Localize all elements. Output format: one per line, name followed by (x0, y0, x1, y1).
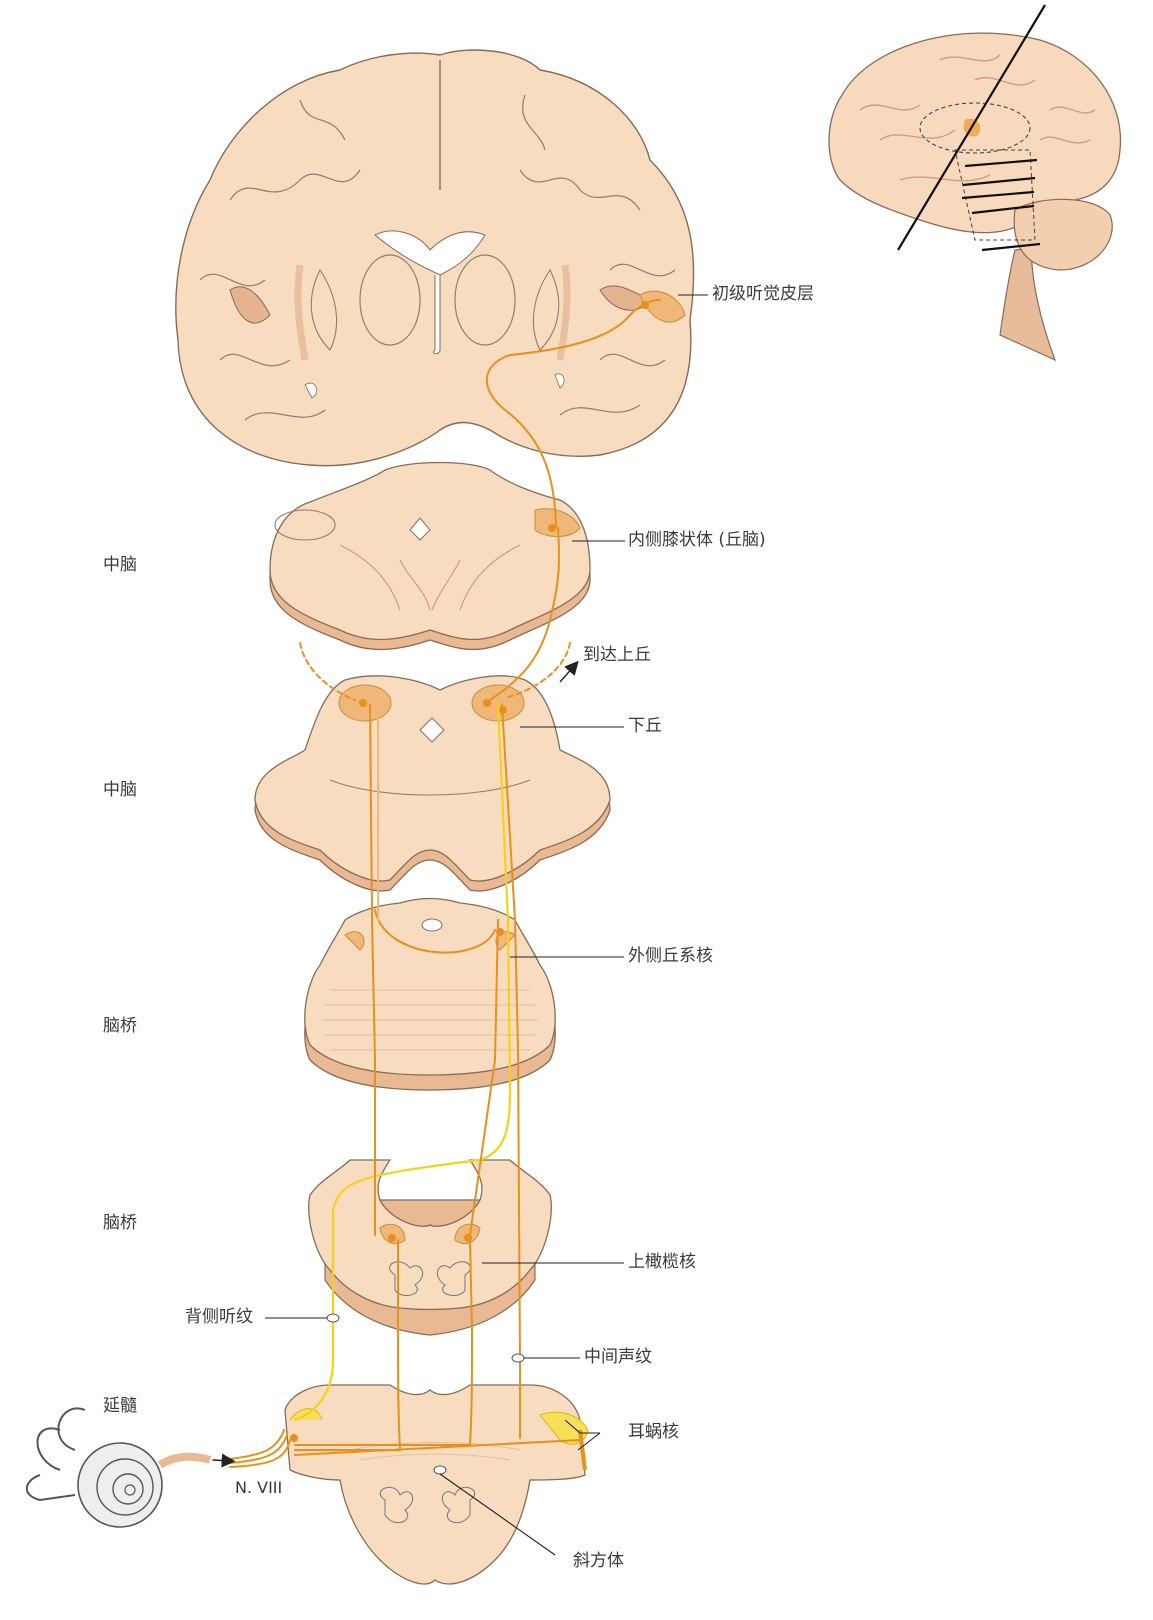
pons-lower-section (309, 1160, 552, 1335)
label-to-superior-colliculus: 到达上丘 (583, 647, 651, 664)
label-lateral-lemniscus-nucleus: 外侧丘系核 (628, 948, 713, 965)
intermediate-stria-marker (512, 1354, 524, 1362)
inner-ear-cochlea (27, 1408, 210, 1527)
level-pons-upper: 脑桥 (103, 1018, 137, 1035)
level-pons-lower: 脑桥 (103, 1215, 137, 1232)
superior-colliculus-arrow (560, 665, 575, 682)
label-cochlear-nuclei: 耳蜗核 (628, 1424, 679, 1441)
cerebrum-coronal-section (176, 50, 694, 466)
label-medial-geniculate: 内侧膝状体 (丘脑) (628, 532, 766, 549)
label-intermediate-acoustic-stria: 中间声纹 (584, 1349, 652, 1366)
label-primary-auditory-cortex: 初级听觉皮层 (712, 286, 814, 303)
label-dorsal-acoustic-stria: 背侧听纹 (185, 1309, 253, 1326)
label-nerve-viii: N. VIII (235, 1480, 282, 1496)
brain-lateral-view (829, 5, 1120, 360)
label-superior-olive: 上橄榄核 (628, 1254, 696, 1271)
midbrain-lower-section (255, 676, 610, 891)
level-midbrain-lower: 中脑 (103, 782, 137, 799)
dorsal-stria-marker (327, 1314, 339, 1322)
label-trapezoid-body: 斜方体 (573, 1553, 624, 1570)
trapezoid-marker (434, 1466, 446, 1474)
label-inferior-colliculus: 下丘 (628, 718, 662, 735)
medulla-section (285, 1385, 588, 1584)
level-midbrain-upper: 中脑 (103, 557, 137, 574)
midbrain-upper-section (270, 463, 590, 650)
level-medulla: 延髓 (103, 1398, 137, 1415)
